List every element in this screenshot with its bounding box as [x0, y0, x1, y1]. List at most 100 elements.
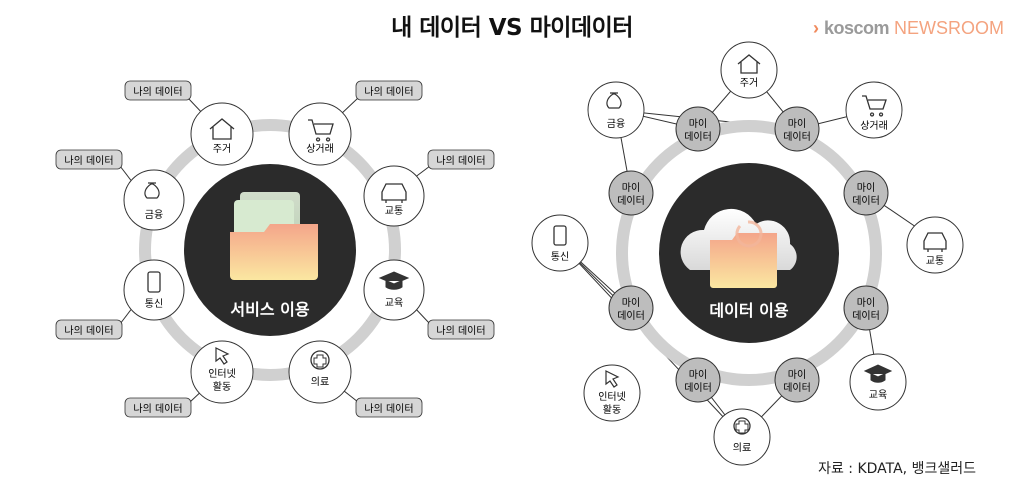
right-node-commerce: 상거래	[845, 81, 903, 139]
cursor-icon	[605, 370, 620, 388]
source-note: 자료 : KDATA, 뱅크샐러드	[818, 461, 976, 477]
money-bag-icon	[606, 92, 622, 109]
graduation-cap-icon	[378, 271, 410, 290]
right-node-commerce-label: 상거래	[860, 120, 888, 132]
right-node-transport-label: 교통	[926, 255, 944, 267]
right-node-medical-label: 의료	[733, 442, 751, 454]
tag-my-data: 나의 데이터	[124, 80, 192, 101]
shopping-cart-icon	[308, 119, 334, 142]
house-icon	[209, 118, 235, 140]
svg-text:데이터: 데이터	[783, 382, 811, 394]
left-node-telecom-label: 통신	[145, 298, 163, 310]
svg-text:마이: 마이	[857, 297, 875, 309]
tag-my-data: 나의 데이터	[427, 319, 495, 340]
svg-text:나의 데이터: 나의 데이터	[364, 86, 413, 98]
house-icon	[737, 54, 761, 74]
svg-text:나의 데이터: 나의 데이터	[64, 325, 113, 337]
left-center-label: 서비스 이용	[230, 300, 309, 319]
svg-text:나의 데이터: 나의 데이터	[436, 325, 485, 337]
left-node-commerce-label: 상거래	[306, 143, 334, 155]
svg-text:마이: 마이	[689, 118, 707, 130]
svg-text:데이터: 데이터	[617, 195, 645, 207]
medical-cross-icon	[313, 354, 327, 368]
cursor-icon	[215, 347, 230, 365]
right-node-internet: 인터넷 활동	[583, 364, 641, 422]
svg-text:데이터: 데이터	[783, 131, 811, 143]
left-node-housing: 주거	[190, 102, 254, 166]
left-node-finance-label: 금융	[145, 209, 163, 221]
right-node-finance-label: 금융	[607, 118, 625, 130]
svg-text:나의 데이터: 나의 데이터	[133, 403, 182, 415]
left-node-medical: 의료	[288, 340, 352, 404]
left-ring	[139, 119, 401, 381]
left-node-internet-label2: 활동	[213, 380, 231, 393]
right-node-education-label: 교육	[869, 389, 887, 401]
mydata-hub: 마이 데이터	[608, 285, 654, 331]
svg-text:데이터: 데이터	[852, 310, 880, 322]
tag-my-data: 나의 데이터	[427, 149, 495, 170]
mydata-hub: 마이 데이터	[675, 106, 721, 152]
left-node-housing-label: 주거	[213, 143, 231, 155]
left-diagram: 서비스 이용 주거 상거래 금융 교통 통신	[55, 80, 495, 418]
left-node-transport: 교통	[363, 165, 425, 227]
medical-cross-icon	[735, 420, 749, 434]
tag-my-data: 나의 데이터	[55, 149, 123, 170]
svg-text:나의 데이터: 나의 데이터	[436, 155, 485, 167]
right-node-finance: 금융	[587, 81, 645, 139]
car-icon	[381, 183, 407, 203]
page-title: 내 데이터 VS 마이데이터	[391, 15, 633, 41]
left-tags: 나의 데이터 나의 데이터 나의 데이터 나의 데이터 나의 데이터 나의 데이…	[55, 80, 495, 418]
cloud-folder-icon	[680, 208, 797, 288]
mydata-hub: 마이 데이터	[843, 170, 889, 216]
svg-text:데이터: 데이터	[684, 382, 712, 394]
mydata-hub: 마이 데이터	[843, 285, 889, 331]
right-node-telecom: 통신	[531, 214, 589, 272]
svg-text:마이: 마이	[622, 182, 640, 194]
tag-my-data: 나의 데이터	[355, 397, 423, 418]
brand-newsroom: NEWSROOM	[894, 18, 1004, 38]
folder-icon	[230, 192, 318, 280]
left-node-internet-label1: 인터넷	[208, 368, 236, 380]
svg-text:나의 데이터: 나의 데이터	[364, 403, 413, 415]
right-node-transport: 교통	[906, 216, 964, 274]
svg-text:마이: 마이	[788, 369, 806, 381]
left-node-commerce: 상거래	[288, 102, 352, 166]
right-node-medical: 의료	[713, 408, 771, 466]
tag-my-data: 나의 데이터	[355, 80, 423, 101]
svg-text:나의 데이터: 나의 데이터	[133, 86, 182, 98]
right-node-housing: 주거	[720, 41, 778, 99]
right-diagram: 데이터 이용 마이 데이터 마이 데이터 마이 데이터 마이 데이터 마이 데이…	[531, 41, 964, 466]
left-node-medical-label: 의료	[311, 376, 329, 388]
right-ring	[616, 120, 882, 386]
car-icon	[923, 232, 947, 252]
svg-text:마이: 마이	[788, 118, 806, 130]
graduation-cap-icon	[863, 364, 893, 383]
svg-text:데이터: 데이터	[684, 131, 712, 143]
right-node-telecom-label: 통신	[551, 251, 569, 263]
right-node-internet-label2: 활동	[603, 403, 621, 416]
mydata-hub: 마이 데이터	[608, 170, 654, 216]
svg-text:데이터: 데이터	[852, 195, 880, 207]
left-node-transport-label: 교통	[385, 205, 403, 217]
left-node-internet: 인터넷 활동	[190, 340, 254, 404]
left-node-finance: 금융	[123, 169, 185, 231]
tag-my-data: 나의 데이터	[55, 319, 123, 340]
svg-text:마이: 마이	[857, 182, 875, 194]
left-node-education: 교육	[363, 259, 425, 321]
right-node-housing-label: 주거	[740, 77, 758, 89]
svg-text:마이: 마이	[622, 297, 640, 309]
brand-chevron: ›	[812, 18, 819, 38]
mydata-hub: 마이 데이터	[774, 357, 820, 403]
svg-text:데이터: 데이터	[617, 310, 645, 322]
right-center-label: 데이터 이용	[709, 301, 788, 320]
mydata-hub: 마이 데이터	[774, 106, 820, 152]
phone-icon	[553, 225, 567, 246]
left-node-education-label: 교육	[385, 297, 403, 309]
right-node-education: 교육	[849, 353, 907, 411]
phone-icon	[147, 271, 161, 293]
right-node-internet-label1: 인터넷	[598, 391, 626, 403]
tag-my-data: 나의 데이터	[124, 397, 192, 418]
svg-text:마이: 마이	[689, 369, 707, 381]
mydata-hub: 마이 데이터	[675, 357, 721, 403]
